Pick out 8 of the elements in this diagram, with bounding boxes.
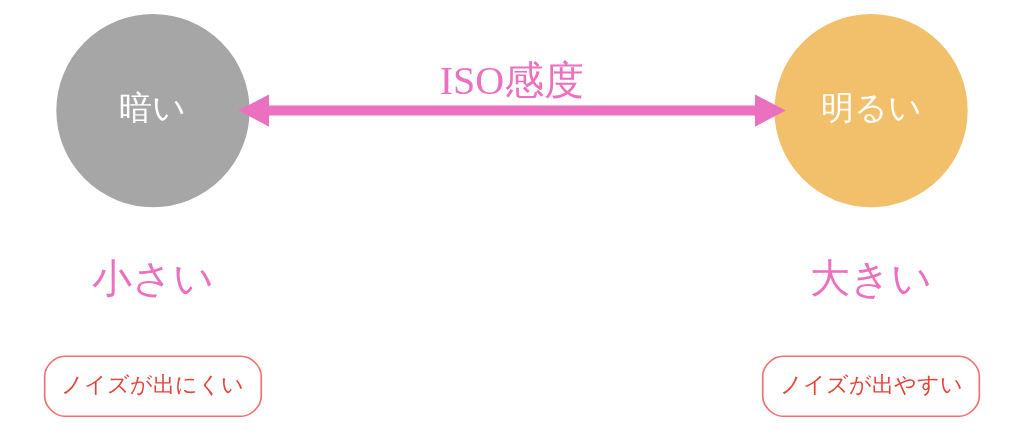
label: 大きい [810,255,933,301]
node-box: ノイズが出にくい [43,355,263,418]
node-box: ノイズが出やすい [761,355,981,418]
edge-label: ISO感度 [439,58,585,104]
label: 小さい [91,255,214,301]
arrow [238,94,786,127]
node-circle: 暗い [56,13,250,208]
node-circle: 明るい [774,13,968,208]
